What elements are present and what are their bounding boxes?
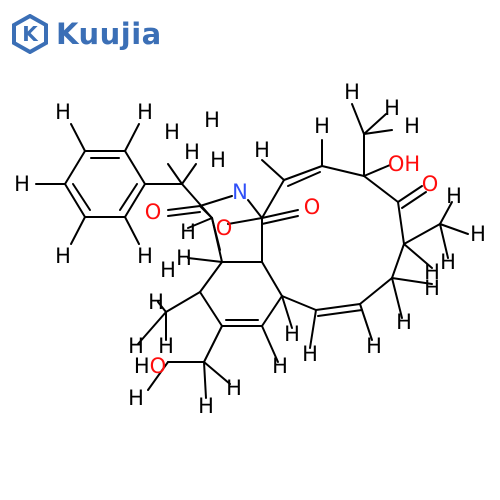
bond-layer [35,103,469,399]
atom-n: N [232,180,248,204]
atom-h: H [446,184,462,208]
atom-o: O [145,200,162,224]
atom-h: H [424,260,440,284]
atom-h: H [160,258,176,282]
atom-o: O [422,172,439,196]
atom-h: H [314,114,330,138]
atom-h: H [302,342,318,366]
atom-h: H [284,322,300,346]
atom-h: H [404,114,420,138]
atom-h: H [55,100,71,124]
atom-h: H [470,222,486,246]
atom-h: H [204,108,220,132]
atom-o: O [216,216,233,240]
atom-h: H [148,290,164,314]
atom-h: H [424,276,440,300]
atom-h: H [226,376,242,400]
atom-h: H [55,244,71,268]
atom-h: H [137,100,153,124]
atom-h: H [272,354,288,378]
atom-ho: HO [134,354,166,378]
svg-text:K: K [22,22,39,46]
atom-oh: OH [388,152,420,176]
atom-h: H [384,96,400,120]
atom-h: H [128,386,144,410]
atom-h: H [184,140,200,164]
atom-h: H [254,138,270,162]
hexagon-k-icon: K [12,14,48,54]
atom-h: H [440,250,456,274]
atom-h: H [164,120,180,144]
atom-h: H [180,220,196,244]
atom-o: O [304,195,321,219]
atom-h: H [176,246,192,270]
atom-h: H [344,80,360,104]
atom-h: H [198,394,214,418]
atom-h: H [366,334,382,358]
atom-h: H [137,244,153,268]
atom-labels: H H H H H H H H H H H O N O O H H H H H … [14,80,486,418]
atom-h: H [14,172,30,196]
brand-name: Kuujia [56,17,162,51]
atom-h: H [396,310,412,334]
brand-logo: K Kuujia [10,12,162,56]
atom-h: H [128,334,144,358]
atom-h: H [210,148,226,172]
atom-h: H [158,334,174,358]
